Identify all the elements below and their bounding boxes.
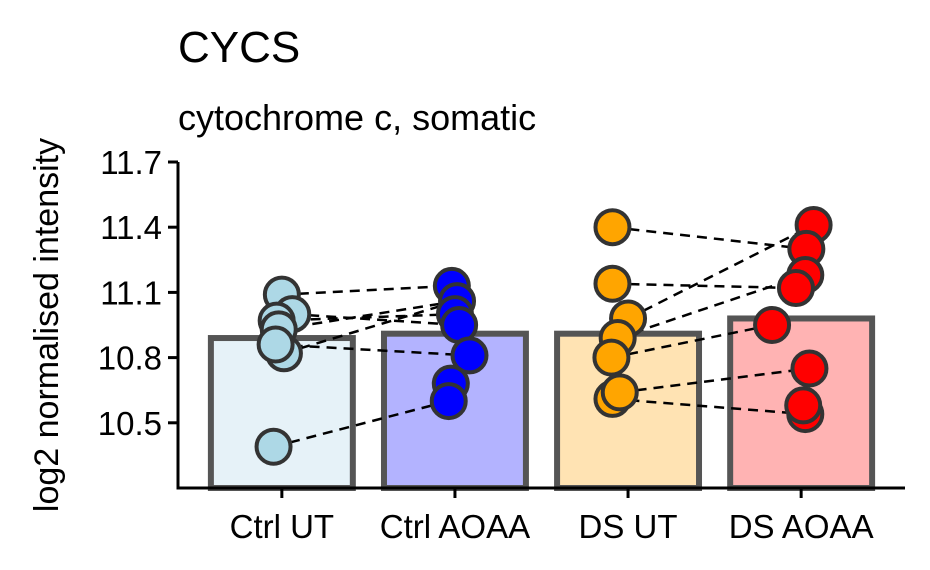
y-tick-label-3: 11.4 xyxy=(100,209,162,246)
point-2-0 xyxy=(593,208,632,247)
point-3-5 xyxy=(790,349,829,388)
y-tick-label-1: 10.8 xyxy=(98,340,162,377)
point-0-5 xyxy=(256,325,295,364)
pair-line-13 xyxy=(619,367,810,394)
x-tick-label-3: DS AOAA xyxy=(729,508,874,545)
chart-subtitle: cytochrome c, somatic xyxy=(178,97,536,138)
point-3-3 xyxy=(776,269,815,308)
points-layer xyxy=(254,206,833,466)
pair-line-4 xyxy=(275,343,470,357)
pair-line-2 xyxy=(292,312,460,327)
point-2-6 xyxy=(600,373,639,412)
point-2-1 xyxy=(593,264,632,303)
x-tick-label-2: DS UT xyxy=(579,508,678,545)
point-3-4 xyxy=(753,306,792,344)
pair-lines-layer xyxy=(273,223,815,448)
point-1-4 xyxy=(450,336,489,375)
pair-line-7 xyxy=(612,225,807,251)
pair-line-9 xyxy=(627,223,815,320)
pair-line-0 xyxy=(281,284,452,296)
pair-line-6 xyxy=(273,399,450,448)
point-0-6 xyxy=(254,427,293,466)
x-tick-label-0: Ctrl UT xyxy=(230,508,334,545)
chart-title: CYCS xyxy=(178,23,300,72)
point-1-6 xyxy=(429,382,468,421)
x-tick-label-1: Ctrl AOAA xyxy=(380,508,530,545)
point-2-4 xyxy=(592,338,631,377)
pair-line-8 xyxy=(612,282,796,290)
point-3-7 xyxy=(784,386,823,425)
pair-line-11 xyxy=(611,323,773,359)
y-tick-label-4: 11.7 xyxy=(100,144,162,181)
pair-line-12 xyxy=(612,397,806,416)
y-tick-label-2: 11.1 xyxy=(100,274,162,311)
pair-line-5 xyxy=(283,299,458,355)
pair-line-3 xyxy=(278,299,458,331)
y-tick-label-0: 10.5 xyxy=(98,405,162,442)
pair-line-1 xyxy=(276,312,455,322)
y-axis-label: log2 normalised intensity xyxy=(28,138,66,512)
